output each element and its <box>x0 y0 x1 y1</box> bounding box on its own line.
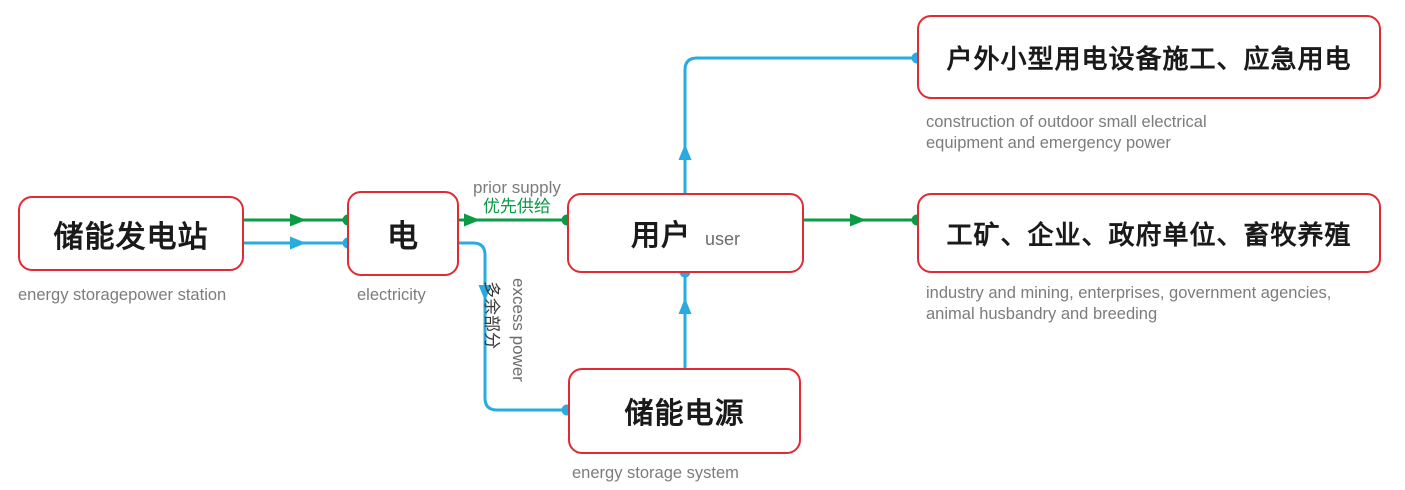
caption-industry-enterprise: industry and mining, enterprises, govern… <box>926 284 1332 323</box>
caption-electricity: electricity <box>357 286 426 304</box>
edge-storage-to-user <box>678 266 692 368</box>
edge-label-excess-power-en: excess power <box>509 278 528 382</box>
caption-energy-storage-system: energy storage system <box>572 464 739 482</box>
node-energy-storage-system[interactable]: 储能电源 <box>568 368 801 454</box>
node-electricity-label: 电 <box>387 219 419 254</box>
node-outdoor-equipment[interactable]: 户外小型用电设备施工、应急用电 <box>917 15 1381 99</box>
edge-station-to-electricity-blue <box>243 236 354 250</box>
node-industry-enterprise[interactable]: 工矿、企业、政府单位、畜牧养殖 <box>917 193 1381 273</box>
edge-label-excess-power-cn: 多余部分 <box>482 281 501 349</box>
edge-user-to-outdoor-equipment <box>678 52 923 193</box>
node-power-station-label: 储能发电站 <box>53 220 209 254</box>
edge-station-to-electricity-green <box>243 213 354 227</box>
caption-outdoor-equipment: construction of outdoor small electrical… <box>926 113 1207 152</box>
node-outdoor-equipment-label: 户外小型用电设备施工、应急用电 <box>946 43 1352 74</box>
node-user-label-cn: 用户 <box>630 220 691 252</box>
node-user[interactable]: 用户 user <box>567 193 804 273</box>
node-electricity[interactable]: 电 <box>347 191 459 276</box>
edge-user-to-industry <box>803 213 923 227</box>
node-industry-enterprise-label: 工矿、企业、政府单位、畜牧养殖 <box>946 219 1352 250</box>
edge-label-prior-supply-cn: 优先供给 <box>482 197 551 216</box>
edge-label-prior-supply-en: prior supply <box>473 178 561 197</box>
edge-label-prior-supply: prior supply 优先供给 <box>473 178 561 216</box>
node-user-label-en: user <box>705 229 741 249</box>
node-energy-storage-system-label: 储能电源 <box>624 398 745 430</box>
caption-power-station: energy storagepower station <box>18 286 227 304</box>
node-user-label: 用户 user <box>631 212 740 254</box>
node-power-station[interactable]: 储能发电站 <box>18 196 244 271</box>
